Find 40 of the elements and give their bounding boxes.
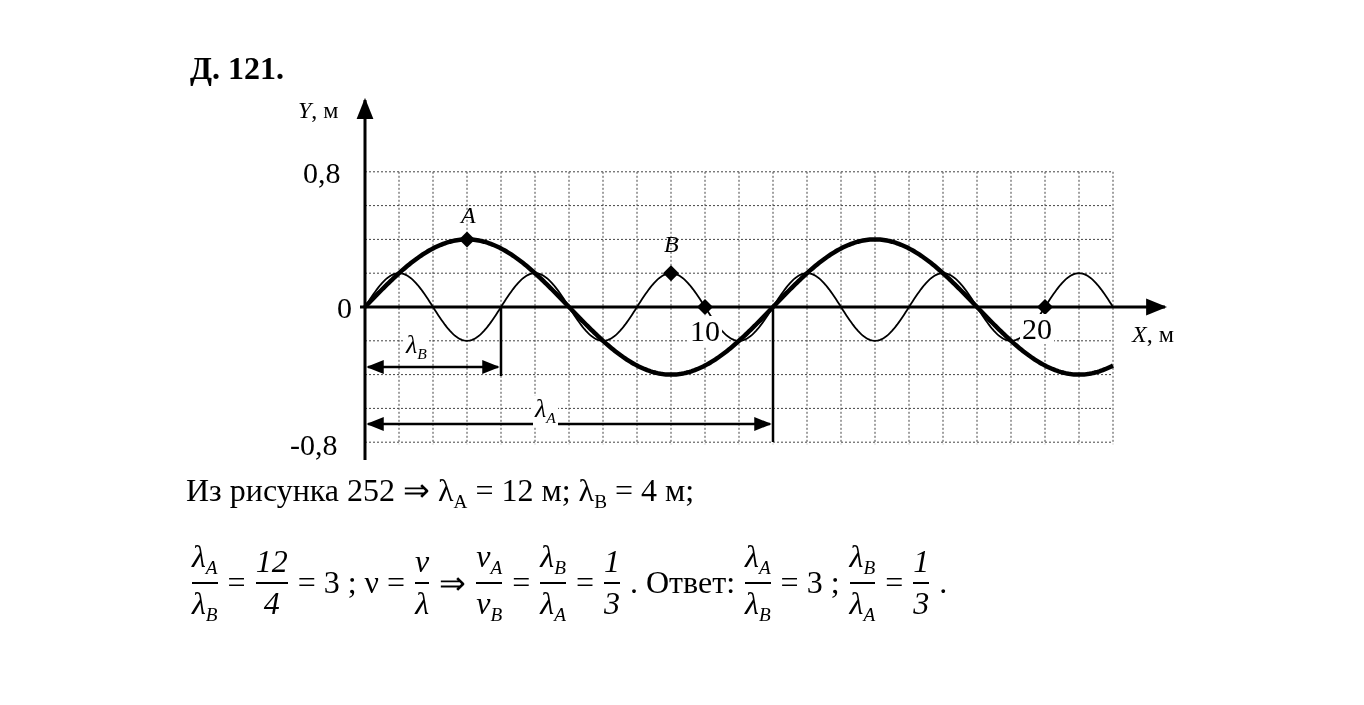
dimension-label: λ$_{A}$ (533, 396, 558, 426)
fraction-numerator: 12 (255, 544, 288, 579)
fraction-denominator: λ$_{A}$ (540, 586, 566, 626)
fraction-denominator: 3 (603, 586, 620, 621)
tick-label: 20 (1020, 314, 1054, 344)
fraction-numerator: ν (415, 544, 430, 579)
formula-text: = (227, 564, 246, 602)
problem-number: Д. 121. (190, 52, 284, 84)
fraction-denominator: 3 (913, 586, 930, 621)
formula-text: . (939, 564, 948, 602)
fraction-numerator: ν$_{A}$ (476, 540, 503, 579)
tick-label: 10 (688, 316, 722, 346)
fraction-denominator: λ$_{B}$ (745, 586, 771, 626)
formula-text: ⇒ (439, 563, 467, 602)
axis-label: X, м (1132, 322, 1174, 346)
fraction-numerator: 1 (913, 544, 930, 579)
point-label: B (664, 232, 679, 256)
formula-text: = (885, 564, 904, 602)
fraction-numerator: λ$_{B}$ (540, 540, 566, 579)
fraction-numerator: λ$_{A}$ (745, 540, 771, 579)
fraction-numerator: λ$_{A}$ (192, 540, 218, 579)
fraction-denominator: 4 (263, 586, 280, 621)
formula-text: = 3 ; ν = (297, 564, 406, 602)
fraction-denominator: λ$_{B}$ (192, 586, 218, 626)
tick-label: 0,8 (303, 158, 341, 188)
axis-label: Y, м (298, 98, 339, 122)
formula-text: = 3 ; (780, 564, 840, 602)
fraction-numerator: 1 (603, 544, 620, 579)
formula-text: = (575, 564, 594, 602)
fraction-numerator: λ$_{B}$ (849, 540, 876, 579)
formula-text: Из рисунка 252 ⇒ λ$_{A}$ = 12 м; λ$_{B}$ = 4 м; (186, 474, 695, 512)
fraction-denominator: λ$_{A}$ (849, 586, 876, 626)
tick-label: 0 (337, 293, 352, 323)
dimension-label: λ$_{B}$ (404, 332, 429, 362)
point-label: A (461, 203, 476, 227)
formula-text: = (512, 564, 531, 602)
tick-label: -0,8 (290, 430, 338, 460)
fraction-denominator: λ (415, 586, 430, 621)
formula-text: . Ответ: (629, 564, 735, 602)
fraction-denominator: ν$_{B}$ (476, 586, 503, 626)
